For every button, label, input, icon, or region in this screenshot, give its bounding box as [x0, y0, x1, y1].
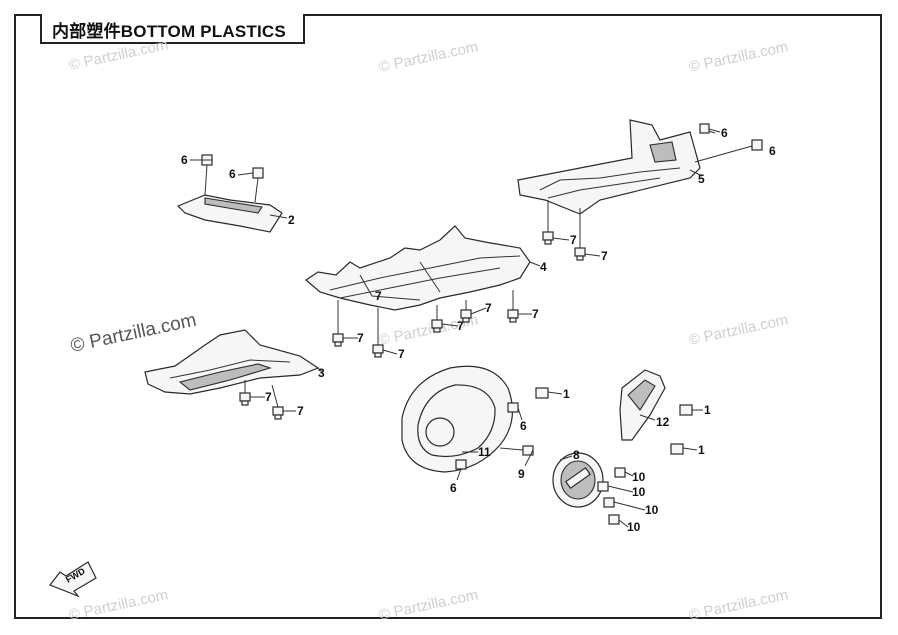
watermark: © Partzilla.com — [687, 586, 789, 624]
callout-8: 8 — [573, 448, 580, 462]
callout-7: 7 — [532, 307, 539, 321]
bolt-icon — [272, 406, 284, 420]
nut-icon — [679, 404, 693, 416]
part-11-cvt-cover — [401, 365, 514, 473]
callout-7: 7 — [265, 390, 272, 404]
watermark: © Partzilla.com — [377, 38, 479, 76]
bolt-icon — [499, 445, 534, 456]
nut-icon — [535, 387, 549, 399]
bolt-icon — [372, 344, 384, 358]
callout-3: 3 — [318, 366, 325, 380]
part-3-skid-plate — [144, 329, 323, 408]
callout-7: 7 — [485, 301, 492, 315]
bolt-icon — [431, 319, 443, 333]
callout-7: 7 — [601, 249, 608, 263]
callout-2: 2 — [288, 213, 295, 227]
callout-1: 1 — [563, 387, 570, 401]
callout-10: 10 — [632, 485, 646, 499]
callout-9: 9 — [518, 467, 525, 481]
callouts: 1 1 1 2 3 4 5 6 6 6 6 6 6 7 7 7 7 7 7 7 … — [181, 126, 776, 534]
callout-7: 7 — [357, 331, 364, 345]
bolt-icon — [507, 309, 519, 323]
callout-7: 7 — [398, 347, 405, 361]
callout-1: 1 — [698, 443, 705, 457]
watermark: © Partzilla.com — [377, 586, 479, 624]
bolt-icon — [574, 247, 586, 261]
callout-7: 7 — [375, 289, 382, 303]
callout-4: 4 — [540, 260, 547, 274]
bolt-icon — [542, 231, 554, 245]
watermark: © Partzilla.com — [687, 311, 789, 349]
nut-icon — [670, 443, 684, 455]
callout-6: 6 — [229, 167, 236, 181]
fwd-arrow-icon: FWD — [49, 561, 97, 598]
part-4-skid-plate — [305, 225, 541, 345]
leaders — [190, 128, 721, 528]
title-box: 内部塑件BOTTOM PLASTICS — [40, 14, 305, 44]
watermark: © Partzilla.com — [67, 586, 169, 624]
part-8-clutch-cover — [552, 452, 604, 508]
callout-7: 7 — [297, 404, 304, 418]
bolt-icon — [597, 481, 609, 492]
watermark-prominent: © Partzilla.com — [69, 310, 199, 357]
callout-6: 6 — [181, 153, 188, 167]
bolt-icon — [507, 402, 519, 413]
bolt-icon — [332, 333, 344, 347]
bolt-icon — [455, 459, 467, 470]
callout-12: 12 — [656, 415, 670, 429]
watermarks: © Partzilla.com © Partzilla.com © Partzi… — [67, 36, 789, 624]
diagram-frame — [14, 14, 882, 619]
part-5-tray — [517, 119, 763, 248]
fasteners — [239, 231, 693, 525]
callout-10: 10 — [632, 470, 646, 484]
bolt-icon — [608, 514, 620, 525]
callout-7: 7 — [457, 319, 464, 333]
callout-6: 6 — [450, 481, 457, 495]
bolt-icon — [603, 497, 615, 508]
watermark: © Partzilla.com — [67, 36, 169, 74]
page-title: 内部塑件BOTTOM PLASTICS — [52, 22, 286, 41]
callout-6: 6 — [769, 144, 776, 158]
callout-6: 6 — [721, 126, 728, 140]
callout-10: 10 — [645, 503, 659, 517]
callout-10: 10 — [627, 520, 641, 534]
callout-1: 1 — [704, 403, 711, 417]
bolt-icon — [614, 467, 626, 478]
callout-7: 7 — [570, 233, 577, 247]
callout-6: 6 — [520, 419, 527, 433]
callout-5: 5 — [698, 172, 705, 186]
watermark: © Partzilla.com — [687, 38, 789, 76]
bolt-icon — [239, 392, 251, 406]
part-12-shield — [619, 369, 666, 441]
callout-11: 11 — [478, 445, 491, 459]
